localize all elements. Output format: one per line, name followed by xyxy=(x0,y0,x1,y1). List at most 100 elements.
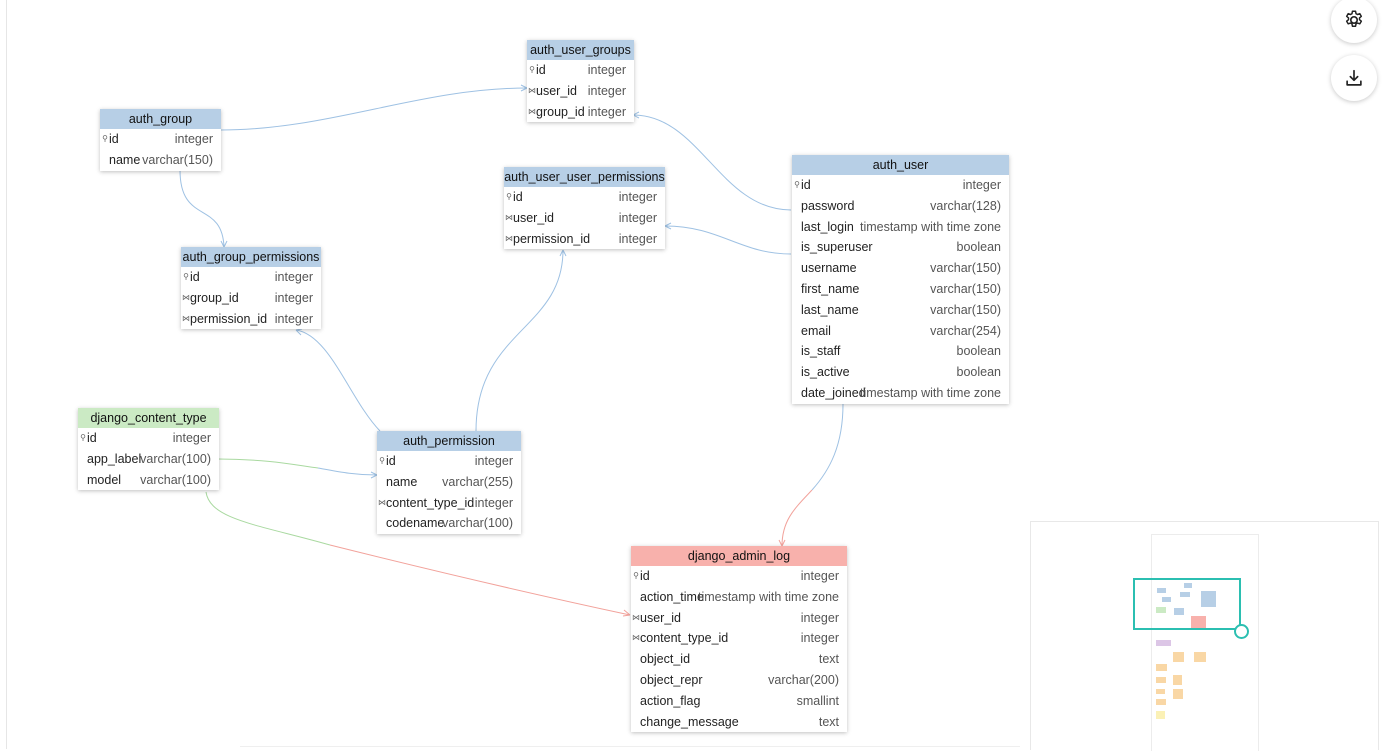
column-type: integer xyxy=(962,178,1001,192)
minimap-table xyxy=(1157,588,1166,593)
minimap-table xyxy=(1156,640,1171,646)
table-header: auth_group_permissions xyxy=(181,247,321,267)
link-icon: ⋈ xyxy=(528,85,536,95)
minimap-page xyxy=(1151,534,1259,751)
column-type: integer xyxy=(618,210,657,225)
minimap-table xyxy=(1201,591,1216,607)
column-name: action_flag xyxy=(640,693,701,708)
column-type: varchar(255) xyxy=(442,474,513,489)
column-name: id xyxy=(640,569,650,583)
column-name: last_name xyxy=(801,302,859,317)
link-icon: ⋈ xyxy=(182,313,190,323)
column-type: smallint xyxy=(796,693,839,708)
column-type: varchar(150) xyxy=(930,302,1001,317)
column-type: varchar(254) xyxy=(930,323,1001,338)
column-name: first_name xyxy=(801,281,860,296)
link-perm-userperms xyxy=(475,249,564,432)
table-header: auth_user xyxy=(792,155,1009,175)
column-name: date_joined xyxy=(801,385,866,400)
column-name: permission_id xyxy=(190,311,268,326)
column-type: integer xyxy=(587,63,626,77)
minimap-table xyxy=(1156,699,1166,705)
column-type: integer xyxy=(800,631,839,646)
download-button[interactable] xyxy=(1331,55,1377,101)
column-name: group_id xyxy=(190,290,239,305)
link-contenttype-adminlog-red xyxy=(329,544,631,616)
column-type: integer xyxy=(172,431,211,445)
column-name: change_message xyxy=(640,714,739,729)
column-name: content_type_id xyxy=(640,631,729,646)
minimap[interactable] xyxy=(1030,521,1379,751)
table-header: django_admin_log xyxy=(631,546,847,566)
column-name: permission_id xyxy=(513,231,591,246)
column-name: id xyxy=(190,270,200,284)
column-type: integer xyxy=(618,231,657,246)
column-name: model xyxy=(87,472,122,487)
minimap-table xyxy=(1184,583,1192,588)
minimap-table xyxy=(1156,689,1165,694)
column-name: object_id xyxy=(640,652,691,667)
column-type: boolean xyxy=(956,365,1002,380)
crowfoot-perm-contenttype xyxy=(370,471,378,479)
crowfoot-usergroups-user xyxy=(632,111,640,119)
link-user-adminlog-blue xyxy=(811,403,844,491)
column-type: boolean xyxy=(956,344,1002,359)
column-name: id xyxy=(109,132,119,146)
column-name: user_id xyxy=(536,83,577,98)
column-name: name xyxy=(109,152,141,167)
crowfoot-adminlog-contenttype xyxy=(622,609,631,617)
link-contenttype-perm-green xyxy=(217,458,319,469)
minimap-table xyxy=(1194,652,1206,662)
column-name: content_type_id xyxy=(386,495,475,510)
minimap-table xyxy=(1156,677,1166,683)
link-icon: ⋈ xyxy=(182,292,190,302)
column-name: id xyxy=(801,178,811,192)
column-name: id xyxy=(87,431,97,445)
column-type: varchar(100) xyxy=(140,472,211,487)
column-type: timestamp with time zone xyxy=(697,589,839,604)
column-type: integer xyxy=(474,495,513,510)
column-type: varchar(200) xyxy=(768,672,839,687)
crowfoot-userperms-user xyxy=(664,222,672,230)
settings-button[interactable] xyxy=(1331,0,1377,43)
column-type: varchar(150) xyxy=(142,152,213,167)
crowfoot-groupperms-perm xyxy=(295,328,303,336)
column-type: timestamp with time zone xyxy=(859,219,1001,234)
column-name: app_label xyxy=(87,451,142,466)
minimap-viewport[interactable] xyxy=(1133,578,1241,630)
minimap-table xyxy=(1156,664,1167,671)
table-header: auth_permission xyxy=(377,431,521,451)
minimap-resize-handle[interactable] xyxy=(1234,624,1249,639)
column-name: id xyxy=(386,454,396,468)
canvas-bottom-border xyxy=(240,746,1020,747)
table-row: model varchar(100) xyxy=(78,470,219,491)
link-user-usergroups xyxy=(632,114,792,211)
